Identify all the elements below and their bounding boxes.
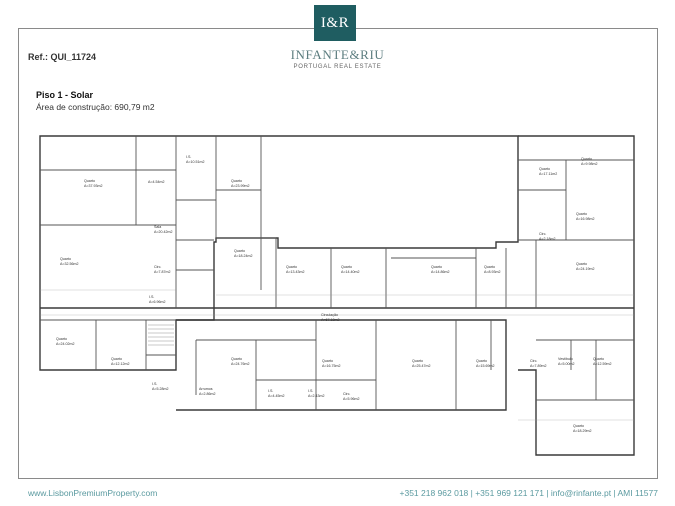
website-link[interactable]: www.LisbonPremiumProperty.com [28, 488, 158, 498]
room-area: A=4.54m2 [148, 180, 164, 184]
room-label: I.S. [152, 382, 157, 386]
room-area: A=12.12m2 [111, 362, 129, 366]
room-area: A=16.75m2 [322, 364, 340, 368]
brand-name: INFANTE&RIU [290, 47, 385, 62]
room-area: A=23.99m2 [231, 184, 249, 188]
room-label: Quarto [84, 179, 95, 183]
room-area: A=5.00m2 [558, 362, 574, 366]
room-label: I.S. [149, 295, 154, 299]
outer-wall-right [518, 135, 635, 456]
floor-title: Piso 1 - Solar [36, 90, 94, 100]
room-area: A=17.11m2 [539, 172, 557, 176]
room-area: A=2.43m2 [308, 394, 324, 398]
room-label: Circulação [321, 313, 338, 317]
room-area: A=8.93m2 [484, 270, 500, 274]
room-area: A=24.76m2 [231, 362, 249, 366]
room-label: Vestíbulo [558, 357, 573, 361]
room-label: Quarto [412, 359, 423, 363]
room-area: A=18.29m2 [573, 429, 591, 433]
room-label: Circ. [343, 392, 350, 396]
room-area: A=14.40m2 [341, 270, 359, 274]
logo-text: I&R [320, 14, 350, 31]
reference-code: Ref.: QUI_11724 [28, 52, 97, 62]
room-label: Circ. [154, 265, 161, 269]
brand-logo: I&R [314, 5, 356, 41]
room-label: Arrumos [199, 387, 213, 391]
room-area: A=12.59m2 [593, 362, 611, 366]
room-label: Quarto [576, 212, 587, 216]
room-label: Quarto [231, 357, 242, 361]
room-label: Quarto [322, 359, 333, 363]
room-label: Quarto [286, 265, 297, 269]
room-area: A=5.28m2 [152, 387, 168, 391]
room-label: Quarto [341, 265, 352, 269]
room-area: A=5.96m2 [343, 397, 359, 401]
room-area: A=14.86m2 [431, 270, 449, 274]
room-area: A=37.93m2 [84, 184, 102, 188]
room-label: I.S. [308, 389, 313, 393]
room-label: Quarto [573, 424, 584, 428]
room-area: A=67.18m2 [321, 318, 339, 322]
room-area: A=24.19m2 [576, 267, 594, 271]
room-area: A=15.69m2 [476, 364, 494, 368]
room-label: Quarto [576, 262, 587, 266]
room-area: A=6.96m2 [149, 300, 165, 304]
room-area: A=10.51m2 [186, 160, 204, 164]
room-area: A=7.87m2 [154, 270, 170, 274]
room-area: A=24.02m2 [56, 342, 74, 346]
brand-tagline: PORTUGAL REAL ESTATE [293, 64, 382, 70]
room-area: A=2.18m2 [539, 237, 555, 241]
room-label: Quarto [431, 265, 442, 269]
room-label: Quarto [484, 265, 495, 269]
room-area: A=13.43m2 [286, 270, 304, 274]
room-label: Quarto [539, 167, 550, 171]
room-label: Quarto [231, 179, 242, 183]
room-label: I.S. [268, 389, 273, 393]
room-area: A=32.56m2 [60, 262, 78, 266]
room-label: Quarto [60, 257, 71, 261]
lower-wall [176, 319, 507, 411]
floor-plan: Quarto A=37.93m2 I.S. A=10.51m2 A=4.54m2… [39, 135, 635, 456]
room-label: Circ. [530, 359, 537, 363]
room-label: I.S. [186, 155, 191, 159]
floor-area: Área de construção: 690,79 m2 [36, 102, 155, 112]
room-area: A=7.89m2 [530, 364, 546, 368]
room-area: A=9.98m2 [581, 162, 597, 166]
room-area: A=25.47m2 [412, 364, 430, 368]
outer-wall [39, 135, 519, 371]
room-area: A=16.98m2 [576, 217, 594, 221]
room-label: Quarto [234, 249, 245, 253]
room-label: Sala [154, 225, 161, 229]
contact-info: +351 218 962 018 | +351 969 121 171 | in… [399, 488, 659, 498]
room-area: A=20.42m2 [154, 230, 172, 234]
room-area: A=2.86m2 [199, 392, 215, 396]
room-label: Quarto [593, 357, 604, 361]
room-label: Quarto [111, 357, 122, 361]
room-label: Circ. [539, 232, 546, 236]
room-label: Quarto [56, 337, 67, 341]
room-label: Quarto [581, 157, 592, 161]
room-area: A=4.45m2 [268, 394, 284, 398]
room-area: A=18.24m2 [234, 254, 252, 258]
room-label: Quarto [476, 359, 487, 363]
